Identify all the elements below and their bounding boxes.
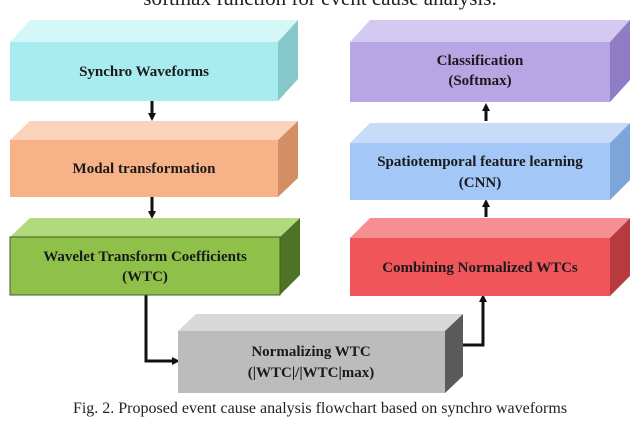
box-front-face [10,42,278,101]
box-top-face [350,20,630,42]
header-text: softmax function for event cause analysi… [0,0,640,11]
box-top-face [350,123,630,143]
box-side-face [278,20,298,101]
box-label-line2: (Softmax) [448,73,511,89]
box-label-line2: (WTC) [122,269,168,285]
box-label: Combining Normalized WTCs [382,260,578,276]
box-side-face [610,218,630,296]
box-combining-normalized-wtcs: Combining Normalized WTCs [350,218,630,296]
box-wavelet-transform-coefficients: Wavelet Transform Coefficients (WTC) [9,218,300,296]
box-side-face [280,218,300,295]
box-front-face [178,331,445,393]
box-side-face [610,123,630,200]
box-top-face [10,20,298,42]
figure-caption: Fig. 2. Proposed event cause analysis fl… [72,400,568,417]
connectors [144,99,490,365]
box-spatiotemporal-feature-learning: Spatiotemporal feature learning (CNN) [350,123,630,200]
box-top-face [10,121,298,140]
box-classification: Classification (Softmax) [350,20,630,102]
box-label: Modal transformation [73,161,217,177]
box-front-face [9,236,281,296]
box-label-line2: (CNN) [459,175,502,191]
box-front-face [350,143,610,200]
box-side-face [610,20,630,102]
box-normalizing-wtc: Normalizing WTC (|WTC|/|WTC|max) [178,314,463,393]
box-label-line1: Wavelet Transform Coefficients [43,249,247,265]
box-label-line1: Spatiotemporal feature learning [377,154,583,170]
arrow-wtc-to-normalizing [144,295,180,365]
box-synchro-waveforms: Synchro Waveforms [10,20,298,101]
box-front-face [350,42,610,102]
box-top-face [178,314,463,331]
box-front-face [10,140,278,197]
arrow-normalizing-to-combining [463,294,487,347]
box-side-face [278,121,298,197]
box-front-face [350,238,610,296]
box-label-line2: (|WTC|/|WTC|max) [248,365,375,381]
box-modal-transformation: Modal transformation [10,121,298,197]
box-side-face [445,314,463,393]
box-label-line1: Normalizing WTC [251,344,370,360]
box-top-face [10,218,300,237]
box-label: Synchro Waveforms [79,64,209,80]
box-top-face [350,218,630,238]
box-label-line1: Classification [437,53,524,69]
